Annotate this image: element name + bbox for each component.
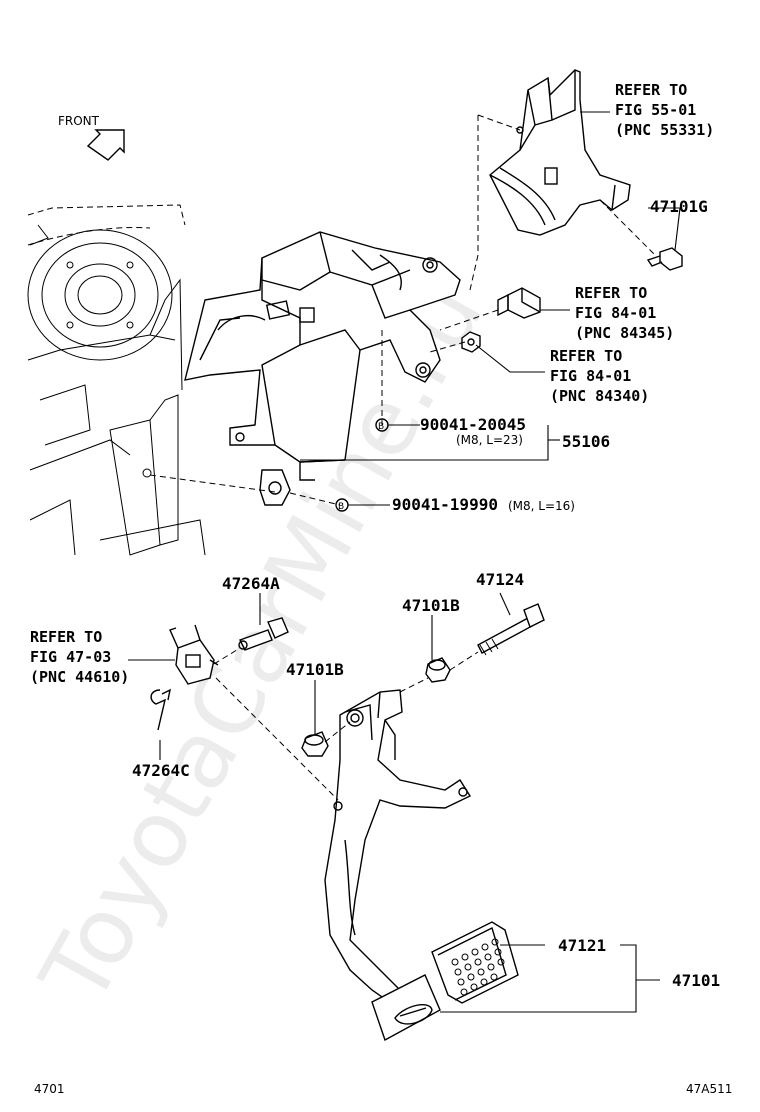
part-number-90041-20045: 90041-20045 [420, 415, 526, 434]
callout-b-upper: B [375, 418, 389, 432]
brake-pedal-arm [324, 689, 472, 1007]
part-number-47264A: 47264A [222, 574, 280, 593]
part-number-47121: 47121 [558, 936, 606, 955]
clip-47264C [150, 688, 171, 731]
refer-84-01b-line3: (PNC 84340) [550, 387, 649, 405]
spec-90041-20045: (M8, L=23) [456, 433, 523, 447]
pedal-pad-47121 [431, 921, 519, 1004]
part-number-47264C: 47264C [132, 761, 190, 780]
refer-47-03-line3: (PNC 44610) [30, 668, 129, 686]
spec-90041-19990: (M8, L=16) [508, 499, 575, 513]
pedal-bracket [184, 231, 461, 506]
front-arrow-icon [86, 129, 125, 161]
upper-cover [489, 69, 631, 236]
part-number-47101G: 47101G [650, 197, 708, 216]
refer-84-01b-line1: REFER TO [550, 347, 622, 365]
bolt-47101G [646, 247, 683, 271]
part-number-47124: 47124 [476, 570, 524, 589]
callout-b-lower: B [335, 498, 349, 512]
refer-55-01-label: REFER TO FIG 55-01 (PNC 55331) [615, 81, 714, 139]
refer-55-01-line1: REFER TO [615, 81, 687, 99]
part-number-47101: 47101 [672, 971, 720, 990]
footer-illustration-code: 47A511 [686, 1082, 732, 1096]
leader-lines [128, 111, 681, 1013]
push-rod-clevis [169, 624, 219, 685]
refer-84-01a-line3: (PNC 84345) [575, 324, 674, 342]
refer-47-03-label: REFER TO FIG 47-03 (PNC 44610) [30, 628, 129, 686]
refer-84-01-switch-label: REFER TO FIG 84-01 (PNC 84345) [575, 284, 674, 342]
assembly-lines-lower [213, 647, 479, 801]
bushing-47101B-lower [301, 731, 329, 757]
part-number-55106: 55106 [562, 432, 610, 451]
callout-b-upper-text: B [378, 422, 384, 432]
footer-figure-number: 4701 [34, 1082, 65, 1096]
refer-47-03-line2: FIG 47-03 [30, 648, 111, 666]
part-number-47101B-upper: 47101B [402, 596, 460, 615]
refer-55-01-line2: FIG 55-01 [615, 101, 696, 119]
refer-84-01a-line2: FIG 84-01 [575, 304, 656, 322]
pedal-foot-plate [371, 974, 441, 1042]
callout-b-lower-text: B [338, 502, 344, 512]
bolt-47124 [477, 603, 545, 656]
refer-84-01b-line2: FIG 84-01 [550, 367, 631, 385]
refer-84-01-nut-label: REFER TO FIG 84-01 (PNC 84340) [550, 347, 649, 405]
front-label: FRONT [58, 114, 100, 128]
bushing-47101B-upper [425, 657, 451, 683]
stop-lamp-switch [497, 287, 541, 319]
clevis-pin-47264A [238, 617, 289, 651]
assembly-lines-upper [149, 114, 656, 506]
part-number-47101B-lower: 47101B [286, 660, 344, 679]
part-number-90041-19990: 90041-19990 [392, 495, 498, 514]
front-indicator: FRONT [58, 114, 125, 161]
pad-dots [451, 938, 505, 996]
refer-55-01-line3: (PNC 55331) [615, 121, 714, 139]
refer-84-01a-line1: REFER TO [575, 284, 647, 302]
body-structure [27, 204, 206, 556]
refer-47-03-line1: REFER TO [30, 628, 102, 646]
switch-nut [461, 331, 481, 353]
